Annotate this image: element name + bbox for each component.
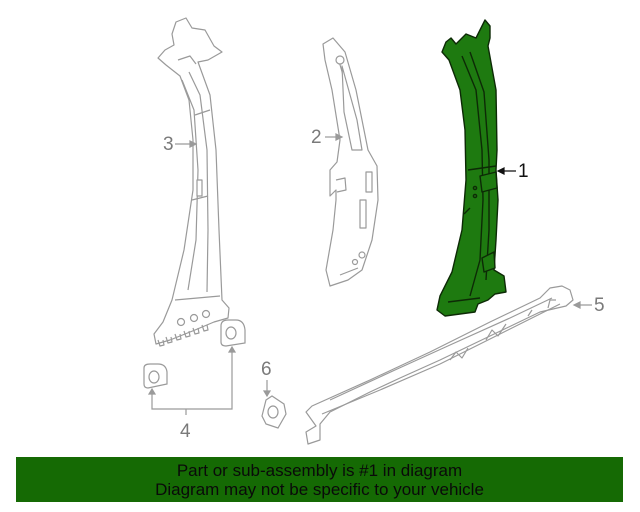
info-banner: Part or sub-assembly is #1 in diagram Di… xyxy=(16,457,623,502)
part-4-leader-lines xyxy=(147,345,237,415)
part-2-pillar-inner[interactable] xyxy=(322,37,379,287)
part-4-plugs[interactable] xyxy=(143,319,246,389)
part-6-leader-line xyxy=(262,380,272,398)
callout-1[interactable]: 1 xyxy=(518,161,529,182)
callout-2[interactable]: 2 xyxy=(311,127,322,148)
callout-6[interactable]: 6 xyxy=(261,359,272,380)
callout-3[interactable]: 3 xyxy=(163,134,174,155)
callout-4[interactable]: 4 xyxy=(180,421,191,442)
part-5-rocker-panel[interactable] xyxy=(305,285,574,445)
banner-line-part: Part or sub-assembly is #1 in diagram xyxy=(176,461,463,480)
callout-arrows xyxy=(175,133,592,309)
callout-5[interactable]: 5 xyxy=(594,295,605,316)
part-6-plug[interactable] xyxy=(261,395,287,429)
part-1-center-pillar-highlighted[interactable] xyxy=(436,19,507,317)
banner-line-disclaimer: Diagram may not be specific to your vehi… xyxy=(155,480,484,499)
part-3-pillar-reinforcement[interactable] xyxy=(153,17,230,347)
